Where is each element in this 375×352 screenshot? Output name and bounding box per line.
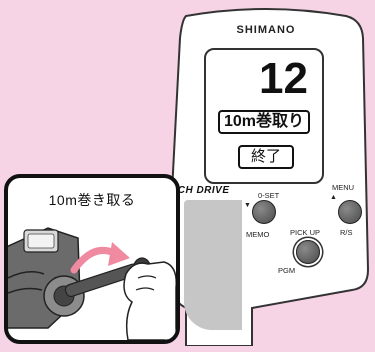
triangle-left-icon: ▼ [244,202,251,209]
brand-logo: SHIMANO [236,24,296,36]
side-grip [184,200,242,330]
instruction-callout: 10m巻き取る [4,174,180,344]
memo-label: MEMO [246,230,270,239]
zero-set-label: 0-SET [258,191,280,200]
mode-status: 10m巻取り [218,110,310,134]
triangle-up-icon: ▲ [330,194,337,201]
pick-up-button[interactable] [296,240,320,264]
rs-label: R/S [340,228,353,237]
hand-icon [123,261,176,340]
fishing-reel-icon [8,227,85,329]
drive-logo: UCH DRIVE [170,185,230,196]
callout-title: 10m巻き取る [48,192,136,208]
pick-up-label: PICK UP [290,228,321,237]
zero-set-button[interactable] [252,200,276,224]
depth-counter: 12 [259,54,308,103]
pgm-label: PGM [278,266,296,275]
menu-label: MENU [332,183,355,192]
rotation-arrow-icon [70,242,130,274]
menu-button[interactable] [338,200,362,224]
reel-illustration [8,227,176,340]
reel-counter-device: SHIMANO 12 10m巻取り 終了 UCH DRIVE 0-SET ▼ M… [162,8,370,346]
lcd-display: 12 10m巻取り 終了 [204,48,324,184]
end-label: 終了 [238,145,294,169]
